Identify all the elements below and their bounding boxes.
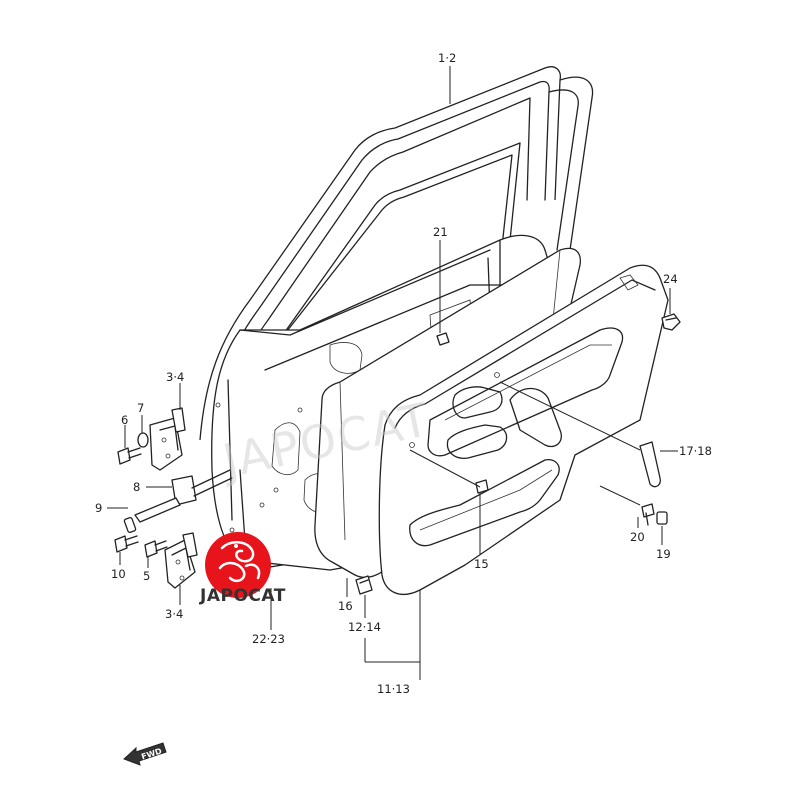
- leader-lines: [107, 66, 678, 680]
- label-bolt-5: 5: [143, 569, 150, 583]
- fwd-label: FWD: [140, 746, 163, 761]
- cap-19: [656, 511, 668, 525]
- label-clip-12: 12·14: [348, 620, 381, 634]
- label-nut-21: 21: [433, 225, 448, 239]
- nut-21: [436, 332, 450, 346]
- part-labels: 1·2 21 24 3·4 6 7 8 9 10 5 3·4 22·23 16 …: [95, 51, 712, 696]
- bolt-5: [144, 540, 168, 558]
- fwd-arrow-icon: FWD: [123, 742, 167, 766]
- label-sealing-cover: 16: [338, 599, 353, 613]
- clip-12: [355, 575, 373, 595]
- washer-7: [137, 432, 149, 448]
- brand-logo: JAPOCAT: [199, 532, 286, 606]
- door-check: [123, 469, 233, 534]
- door-hinge-upper: [149, 407, 186, 471]
- label-pin-9: 9: [95, 501, 102, 515]
- label-hinge-upper: 3·4: [166, 370, 184, 384]
- label-door-frame: 1·2: [438, 51, 456, 65]
- label-door-check-8: 8: [133, 480, 140, 494]
- label-bolt-10: 10: [111, 567, 126, 581]
- label-clip-24: 24: [663, 272, 678, 286]
- bolt-6: [117, 447, 142, 465]
- label-bolt-6: 6: [121, 413, 128, 427]
- door-trim-panel: [378, 264, 669, 595]
- label-weatherstrip: 22·23: [252, 632, 285, 646]
- screw-20: [641, 503, 655, 526]
- label-hinge-lower: 3·4: [165, 607, 183, 621]
- door-hinge-lower: [164, 532, 198, 589]
- clip-24: [661, 313, 681, 331]
- brand-logo-text: JAPOCAT: [199, 586, 286, 606]
- label-washer-7: 7: [137, 401, 144, 415]
- label-clip-15: 15: [474, 557, 489, 571]
- clip-15: [475, 479, 489, 494]
- label-cap-19: 19: [656, 547, 671, 561]
- grip-17: [639, 441, 661, 488]
- label-trim-panel: 11·13: [377, 682, 410, 696]
- label-screw-20: 20: [630, 530, 645, 544]
- bolt-10: [114, 535, 139, 553]
- label-grip: 17·18: [679, 444, 712, 458]
